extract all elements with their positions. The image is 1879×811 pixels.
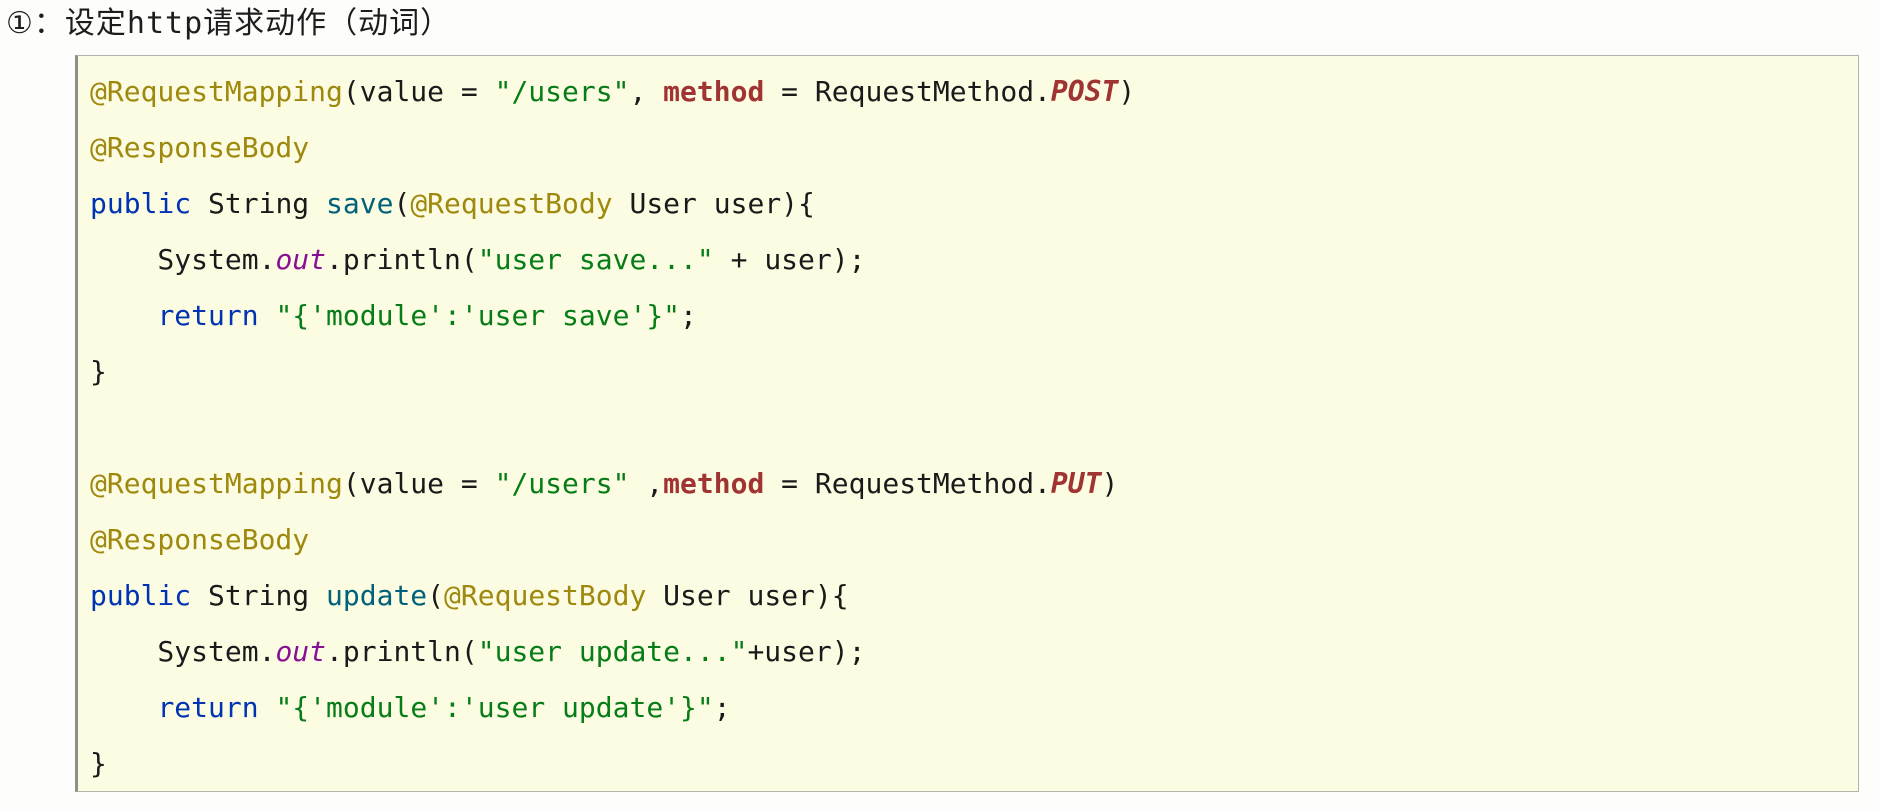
code-token-const: POST [1050, 75, 1119, 108]
code-token-plain: } [90, 355, 107, 388]
code-token-plain: String [191, 579, 327, 612]
code-token-str: "user save..." [477, 243, 714, 276]
code-line: } [90, 344, 1848, 400]
code-token-str: "/users" [494, 75, 630, 108]
code-line: } [90, 736, 1848, 791]
code-token-str: "user update..." [477, 635, 748, 668]
code-token-plain: ; [680, 299, 697, 332]
code-token-field: out [275, 635, 327, 668]
code-token-plain: User user){ [612, 187, 815, 220]
code-token-plain: ) [1118, 75, 1136, 108]
code-line [90, 400, 1848, 456]
code-token-plain: = RequestMethod. [764, 467, 1051, 500]
code-token-plain: ( [393, 187, 411, 220]
code-token-plain: = RequestMethod. [764, 75, 1051, 108]
code-token-meth: update [326, 579, 428, 612]
code-token-str: "{'module':'user save'}" [275, 299, 681, 332]
code-token-plain: System. [90, 635, 276, 668]
code-token-str: "{'module':'user update'}" [275, 691, 714, 724]
code-token-kw: return [157, 691, 259, 724]
code-line: @RequestMapping(value = "/users" ,method… [90, 456, 1848, 512]
code-token-plain [259, 299, 276, 332]
code-token-plain: String [191, 187, 327, 220]
code-token-plain [259, 691, 276, 724]
java-code-block: @RequestMapping(value = "/users", method… [75, 55, 1859, 792]
code-token-plain: ) [1101, 467, 1119, 500]
code-token-ann: @RequestMapping [90, 75, 343, 108]
code-token-attr: method [663, 467, 765, 500]
code-token-plain: + user); [713, 243, 866, 276]
code-line: @RequestMapping(value = "/users", method… [90, 64, 1848, 120]
code-line: System.out.println("user update..."+user… [90, 624, 1848, 680]
code-token-plain: , [629, 75, 664, 108]
code-line: public String update(@RequestBody User u… [90, 568, 1848, 624]
code-token-plain: .println( [326, 243, 478, 276]
code-token-kw: return [157, 299, 259, 332]
code-token-meth: save [326, 187, 394, 220]
page-title: ①：设定http请求动作（动词） [6, 6, 452, 41]
code-line: public String save(@RequestBody User use… [90, 176, 1848, 232]
code-token-plain [90, 691, 157, 724]
code-token-plain: User user){ [646, 579, 849, 612]
code-token-ann: @RequestBody [444, 579, 647, 612]
code-token-kw: public [90, 579, 192, 612]
code-token-plain: System. [90, 243, 276, 276]
code-token-plain [90, 299, 157, 332]
code-token-const: PUT [1050, 467, 1102, 500]
code-token-ann: @ResponseBody [90, 523, 310, 556]
code-token-plain: .println( [326, 635, 478, 668]
code-token-ann: @RequestBody [410, 187, 613, 220]
code-token-plain: ( [427, 579, 445, 612]
code-token-ann: @ResponseBody [90, 131, 310, 164]
code-line: return "{'module':'user save'}"; [90, 288, 1848, 344]
code-token-attr: method [663, 75, 765, 108]
code-line: return "{'module':'user update'}"; [90, 680, 1848, 736]
code-token-ann: @RequestMapping [90, 467, 343, 500]
code-token-str: "/users" [494, 467, 630, 500]
code-token-plain: , [629, 467, 664, 500]
code-token-plain: } [90, 747, 107, 780]
code-token-plain: (value = [342, 75, 495, 108]
code-token-plain: (value = [342, 467, 495, 500]
code-line: System.out.println("user save..." + user… [90, 232, 1848, 288]
code-token-plain: +user); [747, 635, 866, 668]
code-token-kw: public [90, 187, 192, 220]
code-token-plain: ; [713, 691, 731, 724]
code-line: @ResponseBody [90, 120, 1848, 176]
code-line: @ResponseBody [90, 512, 1848, 568]
code-token-field: out [275, 243, 327, 276]
